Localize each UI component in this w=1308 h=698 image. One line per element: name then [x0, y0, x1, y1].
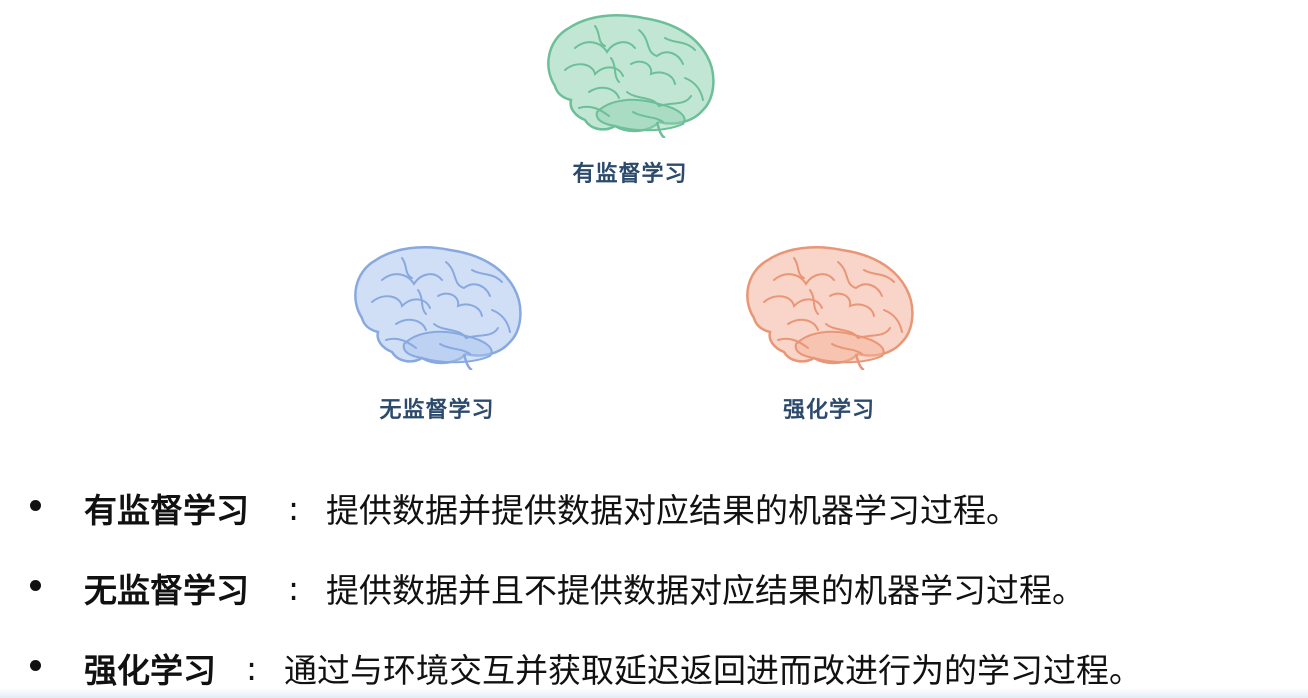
- brain-fold: [371, 295, 431, 309]
- brain-fold: [763, 295, 823, 309]
- colon: :: [288, 488, 300, 528]
- brain-fold: [773, 273, 835, 286]
- brain-fold: [610, 57, 620, 83]
- colon: :: [246, 648, 258, 688]
- bullet-icon: [30, 660, 41, 671]
- brain-fold: [578, 105, 610, 117]
- brain-fold: [588, 86, 620, 99]
- list-item: 强化学习 : 通过与环境交互并获取延迟返回进而改进行为的学习过程。: [0, 638, 1308, 698]
- brain-outline: [354, 246, 522, 365]
- supervised-learning-label: 有监督学习: [572, 161, 688, 187]
- brain-fold: [433, 323, 499, 340]
- brain-fold: [417, 289, 427, 315]
- brain-outline: [547, 14, 715, 133]
- brain-fold: [445, 261, 491, 297]
- list-item: 无监督学习 : 提供数据并且不提供数据对应结果的机器学习过程。: [0, 558, 1308, 618]
- brain-icon-supervised: [547, 14, 715, 138]
- brain-fold: [385, 337, 417, 349]
- reinforcement-learning-label: 强化学习: [782, 397, 875, 423]
- brain-fold: [664, 37, 696, 51]
- brain-fold: [574, 41, 636, 54]
- brain-stem: [462, 353, 473, 370]
- brain-fold: [626, 91, 692, 108]
- term-supervised: 有监督学习: [84, 491, 249, 530]
- brain-fold: [401, 257, 413, 279]
- brain-fold: [883, 309, 903, 333]
- brain-fold: [863, 269, 895, 283]
- brain-fold: [825, 323, 891, 340]
- brain-fold: [491, 309, 511, 333]
- bottom-edge: [0, 688, 1308, 698]
- bullet-icon: [30, 580, 41, 591]
- brain-fold: [831, 343, 863, 355]
- colon: :: [288, 568, 300, 608]
- supervised-learning-node: 有监督学习: [530, 8, 730, 188]
- definition-reinforcement: 通过与环境交互并获取延迟返回进而改进行为的学习过程。: [284, 651, 1142, 690]
- definition-supervised: 提供数据并提供数据对应结果的机器学习过程。: [326, 491, 1019, 530]
- brain-fold: [395, 318, 427, 331]
- brain-fold: [632, 111, 664, 123]
- brain-fold: [630, 60, 676, 85]
- brain-fold: [471, 269, 503, 283]
- brain-fold: [829, 292, 875, 317]
- brain-fold: [381, 273, 443, 286]
- brain-fold: [809, 289, 819, 315]
- brain-fold: [837, 261, 883, 297]
- brain-icon-reinforcement: [746, 246, 914, 370]
- brain-fold: [684, 77, 704, 101]
- brain-fold: [564, 63, 624, 77]
- brain-stem: [655, 121, 666, 138]
- brain-fold: [638, 29, 684, 65]
- unsupervised-learning-label: 无监督学习: [379, 397, 495, 423]
- bullet-icon: [30, 500, 41, 511]
- reinforcement-learning-node: 强化学习: [724, 240, 934, 424]
- brain-fold: [439, 343, 471, 355]
- brain-fold: [437, 292, 483, 317]
- brain-fold: [793, 257, 805, 279]
- term-reinforcement: 强化学习: [84, 651, 216, 690]
- brain-outline: [746, 246, 914, 365]
- brain-fold: [787, 318, 819, 331]
- brain-fold: [777, 337, 809, 349]
- unsupervised-learning-node: 无监督学习: [332, 240, 542, 424]
- term-unsupervised: 无监督学习: [84, 571, 249, 610]
- brain-stem: [854, 353, 865, 370]
- definition-unsupervised: 提供数据并且不提供数据对应结果的机器学习过程。: [326, 571, 1085, 610]
- brain-icon-unsupervised: [354, 246, 522, 370]
- brain-fold: [594, 25, 606, 47]
- list-item: 有监督学习 : 提供数据并提供数据对应结果的机器学习过程。: [0, 478, 1308, 538]
